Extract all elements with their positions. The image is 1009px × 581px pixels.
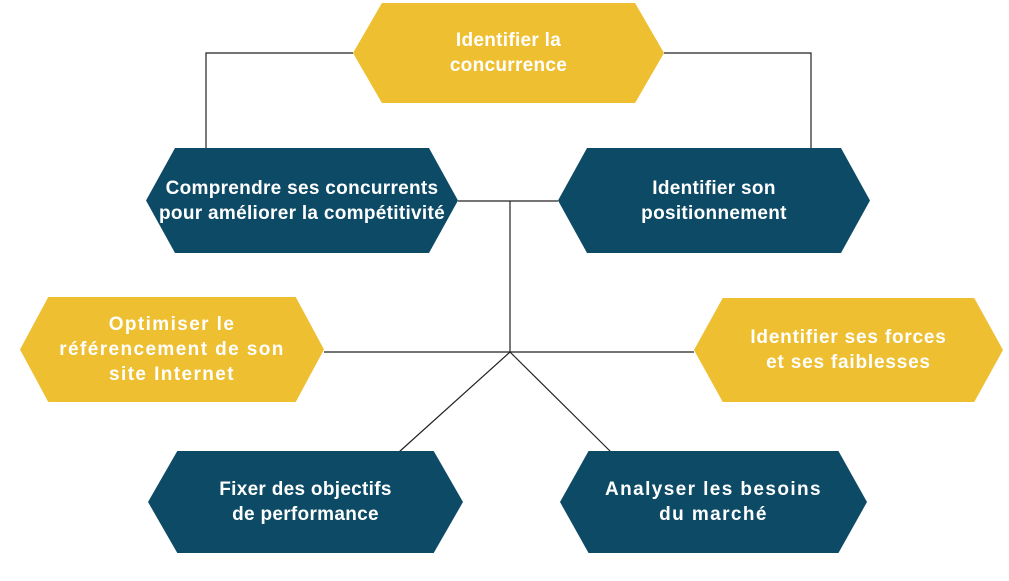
connector-top-to-left-elbow — [205, 52, 353, 149]
node-analyser-les-besoins: Analyser les besoins du marché — [560, 451, 867, 553]
connector-diagonal-left — [398, 351, 511, 453]
node-label: Comprendre ses concurrents pour améliore… — [159, 177, 445, 224]
connector-diagonal-right — [509, 351, 612, 453]
node-label: Fixer des objectifs de performance — [219, 479, 392, 525]
node-optimiser-le-referencement: Optimiser le référencement de son site I… — [20, 297, 324, 402]
connector-top-to-right-elbow — [664, 52, 812, 149]
node-label: Identifier la concurrence — [449, 30, 568, 76]
node-identifier-ses-forces: Identifier ses forces et ses faiblesses — [694, 298, 1003, 402]
node-label: Identifier son positionnement — [641, 177, 787, 224]
node-label: Identifier ses forces et ses faiblesses — [750, 327, 947, 373]
node-label: Analyser les besoins du marché — [604, 479, 823, 525]
node-identifier-son-positionnement: Identifier son positionnement — [558, 148, 870, 253]
node-fixer-des-objectifs: Fixer des objectifs de performance — [148, 451, 463, 553]
node-comprendre-ses-concurrents: Comprendre ses concurrents pour améliore… — [146, 148, 458, 253]
node-label: Optimiser le référencement de son site I… — [59, 314, 285, 385]
node-identifier-la-concurrence: Identifier la concurrence — [353, 3, 664, 103]
